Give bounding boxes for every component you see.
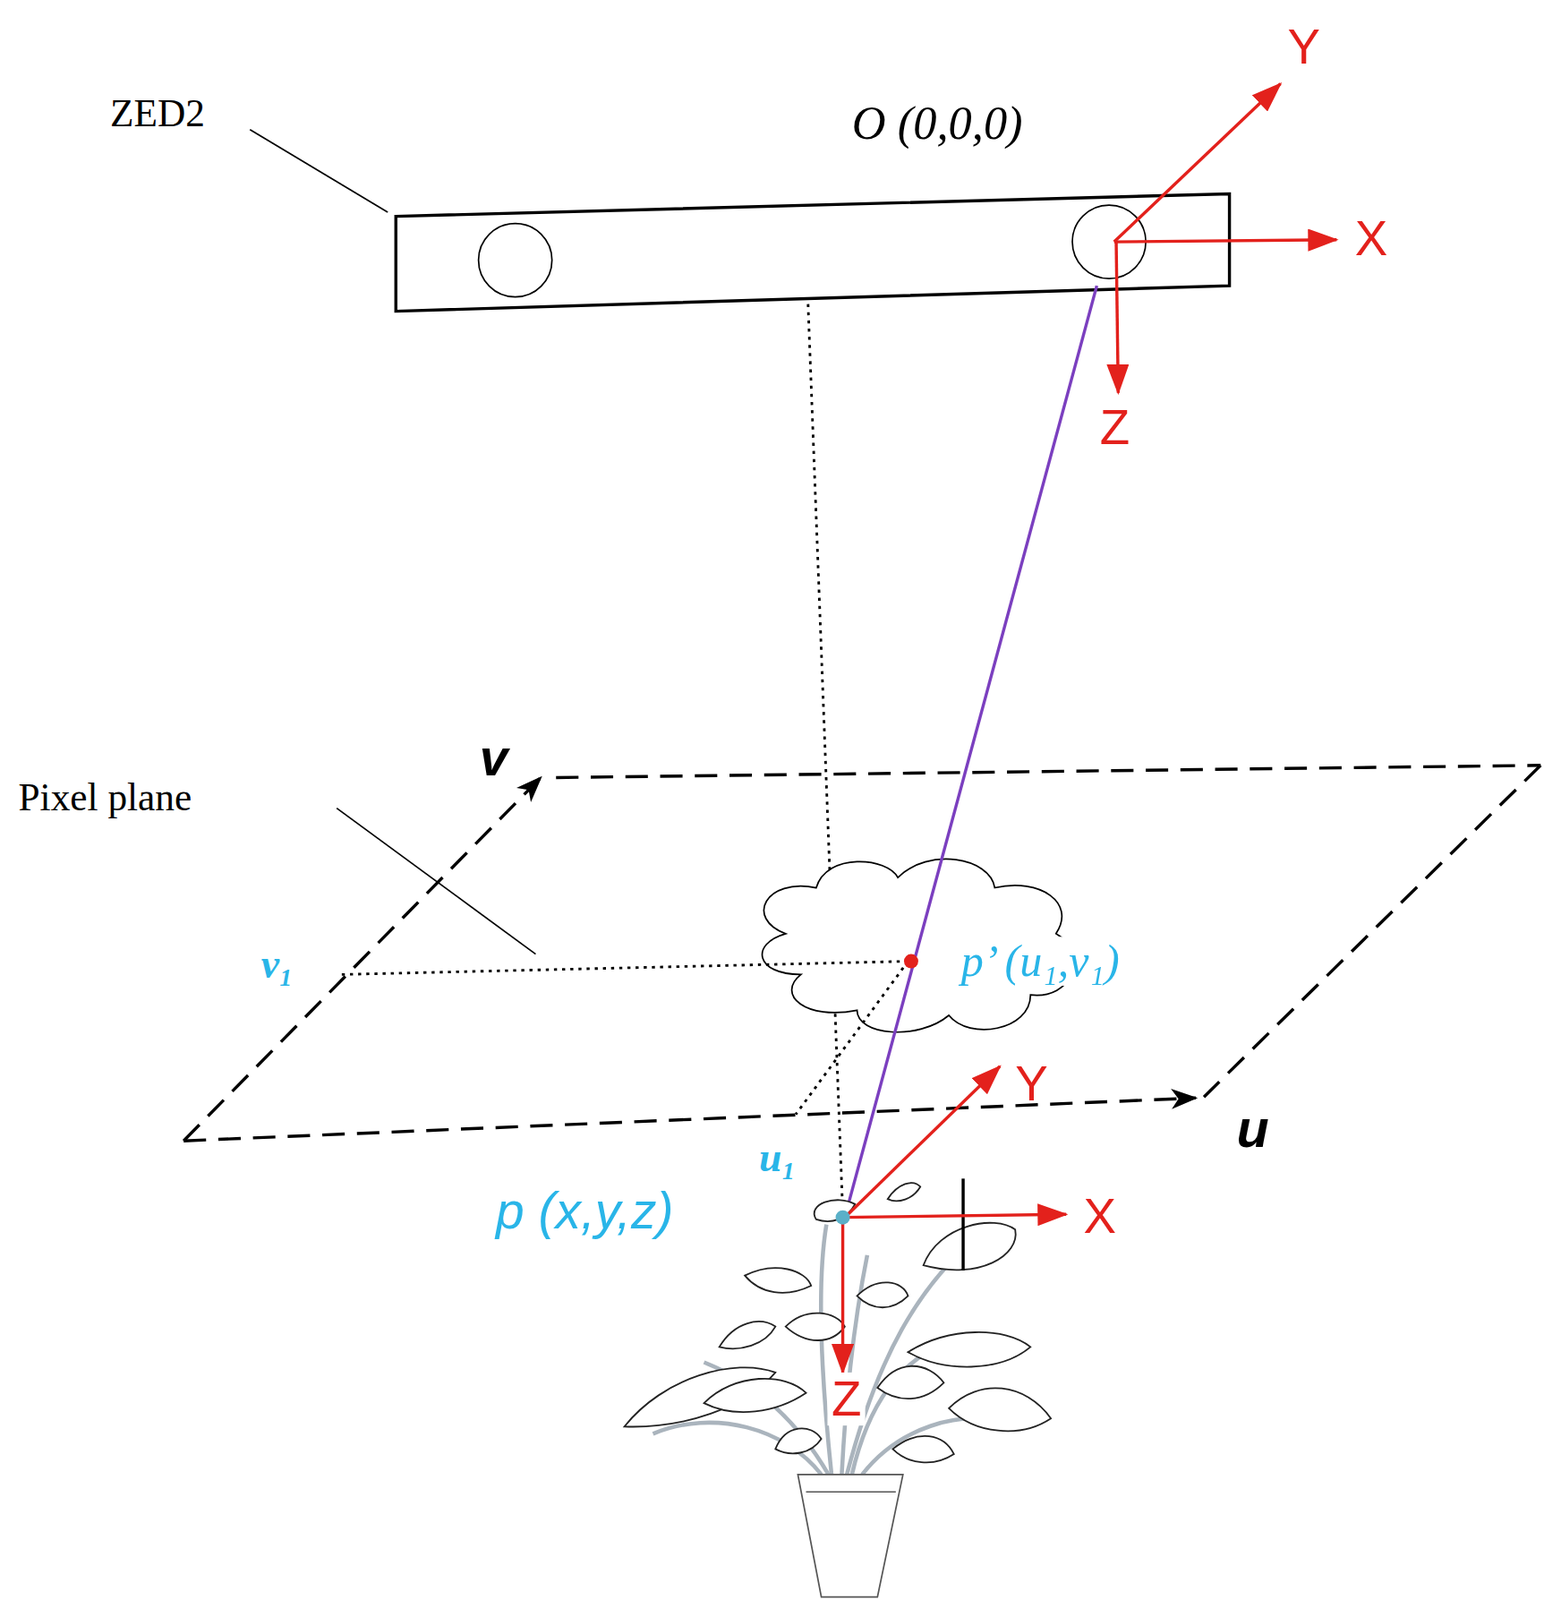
axis-label: X — [1083, 1191, 1117, 1241]
origin-label: O (0,0,0) — [852, 100, 1024, 147]
axis-label: u — [1236, 1101, 1270, 1155]
plant — [624, 1182, 1051, 1596]
tick-mark — [961, 1177, 964, 1271]
point-label: p’ (u₁,v₁) — [956, 936, 1124, 986]
point-label: p (x,y,z) — [495, 1185, 674, 1237]
axis-label: Z — [827, 1372, 866, 1425]
projection-ray — [844, 285, 1098, 1218]
device-label: ZED2 — [110, 93, 205, 133]
plane-label: Pixel plane — [18, 776, 193, 816]
axis-label: Y — [1288, 22, 1321, 72]
axis-label: Y — [1015, 1058, 1048, 1109]
coordinate-label: u₁ — [759, 1137, 796, 1179]
coordinate-label: v₁ — [261, 943, 294, 985]
point-axes — [843, 1066, 1067, 1373]
camera-body — [395, 194, 1229, 312]
axis-label: Z — [1100, 402, 1130, 453]
world-point — [835, 1210, 851, 1225]
camera-axes — [1114, 83, 1337, 393]
axis-label: v — [479, 732, 509, 784]
leader-line — [336, 808, 536, 955]
lens — [478, 223, 553, 298]
coordinate-guides — [341, 961, 909, 1115]
axis-label: X — [1355, 213, 1388, 264]
image-point — [904, 954, 919, 969]
pixel-plane — [183, 765, 1541, 1141]
leader-line — [249, 129, 388, 213]
